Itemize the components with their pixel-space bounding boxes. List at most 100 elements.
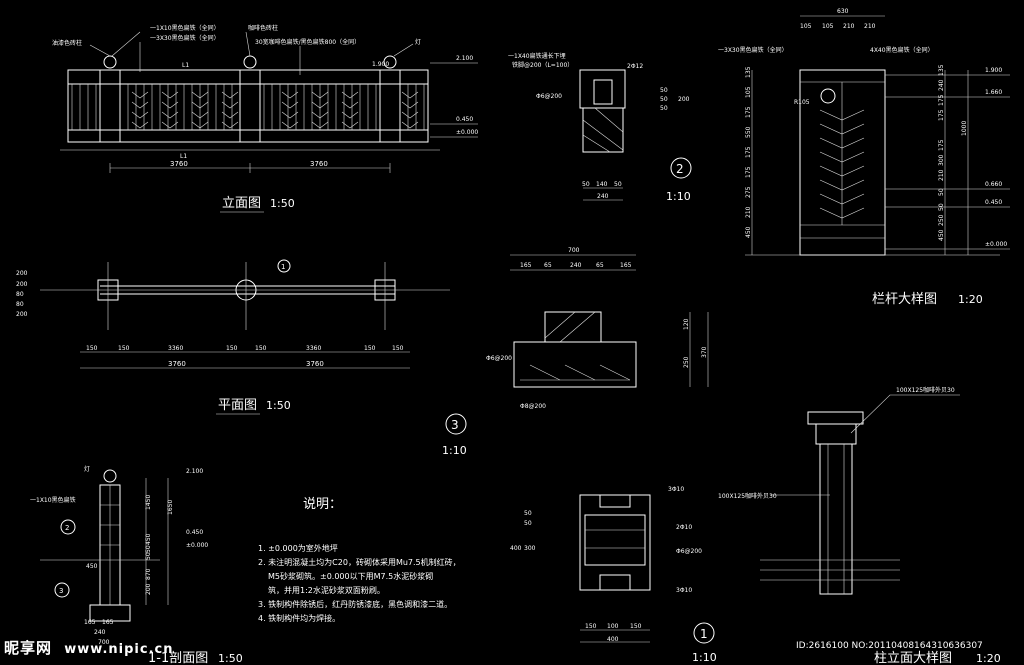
elev-label-8: L1 (180, 153, 187, 160)
detail1-cap (599, 494, 631, 508)
elev-label-3: 油漆色砖柱 (52, 39, 82, 47)
plan-bottom-dim-2: 3760 (306, 360, 324, 368)
notes-item: 1. ±0.000为室外地坪 (258, 543, 338, 553)
plan-left-dim-5: 200 (16, 311, 28, 318)
fence-chevron (191, 101, 209, 109)
detail1-dim-6: 50 (524, 520, 532, 527)
elevation-title: 立面图 (222, 196, 261, 211)
elev-dim-1: 3760 (170, 160, 188, 168)
fence-chevron (311, 111, 329, 119)
section-marker-2 (60, 519, 76, 535)
railing-right-dim: 250 (938, 214, 945, 226)
column-detail-view: 100X125咖啡外贝30 100X125咖啡外贝30 柱立面大样图 1:20 (718, 386, 1001, 665)
railing-right-dim: 240 (938, 79, 945, 91)
section-dim: 700 (98, 639, 110, 646)
detail1-dim-4: 400 (607, 636, 619, 643)
railing-pillar (799, 69, 886, 256)
section-level-3: ±0.000 (186, 542, 208, 549)
fence-chevron (221, 91, 239, 99)
elevation-scale: 1:50 (270, 197, 295, 210)
railing-detail-view: 一3X30黑色扁铁（全同） 4X40黑色扁铁（全同） R105 630 105 … (718, 8, 1010, 307)
detail1-section (579, 494, 651, 591)
detail3-title: 3 (451, 418, 459, 432)
detail1-base (599, 574, 631, 591)
railing-chevron (819, 137, 865, 149)
fence-chevron (161, 101, 179, 109)
detail3-dim-6: 165 (620, 262, 632, 269)
fence-chevron (191, 91, 209, 99)
detail-1-view: 3Φ10 2Φ10 Φ6@200 3Φ10 150 100 150 400 50… (510, 486, 717, 664)
plan-top-dim-6: 3360 (306, 345, 321, 352)
fence-chevron (341, 111, 359, 119)
fence-chevron (131, 111, 149, 119)
plan-left-dim-3: 80 (16, 291, 24, 298)
section-footing (89, 604, 131, 622)
railing-chevron (819, 123, 865, 135)
section-dim: 450 (145, 533, 152, 545)
plan-top-dim-2: 150 (118, 345, 130, 352)
pillar-left (99, 69, 121, 143)
detail3-scale: 1:10 (442, 444, 467, 457)
column-shaft (819, 443, 853, 595)
watermark-id: ID:2616100 NO:20110408164310636307 (796, 641, 983, 651)
detail1-label-b: 2Φ10 (676, 524, 692, 531)
detail1-dim-3: 150 (630, 623, 642, 630)
elev-level-4: ±0.000 (456, 129, 478, 136)
elev-level-1: 2.100 (456, 55, 473, 62)
detail1-label-a: 3Φ10 (668, 486, 684, 493)
railing-chevrons (819, 109, 865, 219)
railing-label-a: 一3X30黑色扁铁（全同） (718, 46, 788, 54)
elev-label-1: 一1X10黑色扁铁（全同） (150, 24, 220, 32)
detail1-core (584, 514, 646, 566)
railing-left-dim: 175 (745, 106, 752, 118)
railing-left-dim: 550 (745, 126, 752, 138)
detail3-column (544, 311, 602, 343)
section-lamp-label: 灯 (84, 465, 90, 473)
detail2-dim-5: 50 (660, 87, 668, 94)
section-marker-2-label: 2 (65, 524, 69, 532)
detail-2-view: 一1X40扁铁通长下埋 铁脚@200（L=100） 2Φ12 Φ6@200 50… (508, 52, 692, 203)
section-title: 1-1剖面图 (148, 651, 208, 665)
detail3-dim-1: 700 (568, 247, 580, 254)
plan-left-dim-4: 80 (16, 301, 24, 308)
notes-item: M5砂浆砌筑。±0.000以下用M7.5水泥砂浆砌 (268, 571, 433, 581)
fence-chevron (311, 121, 329, 129)
fence-chevron (131, 121, 149, 129)
detail2-wall (582, 107, 624, 153)
railing-level: ±0.000 (985, 241, 1007, 248)
column-label-b: 100X125咖啡外贝30 (718, 492, 777, 500)
railing-right-dim: 175 (938, 139, 945, 151)
section-dim: 165 (102, 619, 114, 626)
plan-left-dim-2: 200 (16, 281, 28, 288)
fence-chevron (281, 111, 299, 119)
plan-top-dim-4: 150 (226, 345, 238, 352)
railing-right-dim: 50 (938, 188, 945, 196)
fence-chevron (191, 111, 209, 119)
railing-scale: 1:20 (958, 293, 983, 306)
elev-label-2: 一3X30黑色扁铁（全同） (150, 34, 220, 42)
detail1-dim-7: 300 (524, 545, 536, 552)
section-dim: 870 (145, 568, 152, 580)
railing-label-b: 4X40黑色扁铁（全同） (870, 46, 934, 54)
fence-panel-outline (67, 69, 429, 143)
detail3-marker (445, 413, 467, 435)
detail3-dim-8: 250 (683, 356, 690, 368)
elev-dim-2: 3760 (310, 160, 328, 168)
railing-chevron (819, 193, 865, 205)
section-dim: 1450 (145, 495, 152, 510)
railing-top-dim-4: 210 (843, 23, 855, 30)
railing-left-dim: 275 (745, 186, 752, 198)
detail2-label-a: 一1X40扁铁通长下埋 (508, 52, 566, 60)
fence-chevron (221, 121, 239, 129)
fence-chevron (341, 101, 359, 109)
plan-top-dim-8: 150 (392, 345, 404, 352)
detail1-dim-1: 150 (585, 623, 597, 630)
detail3-dim-5: 65 (596, 262, 604, 269)
detail3-dim-9: 370 (701, 346, 708, 358)
watermark-logo: 昵享网 www.nipic.cn (4, 637, 173, 658)
fence-chevron (281, 121, 299, 129)
detail1-scale: 1:10 (692, 651, 717, 664)
plan-top-dim-7: 150 (364, 345, 376, 352)
